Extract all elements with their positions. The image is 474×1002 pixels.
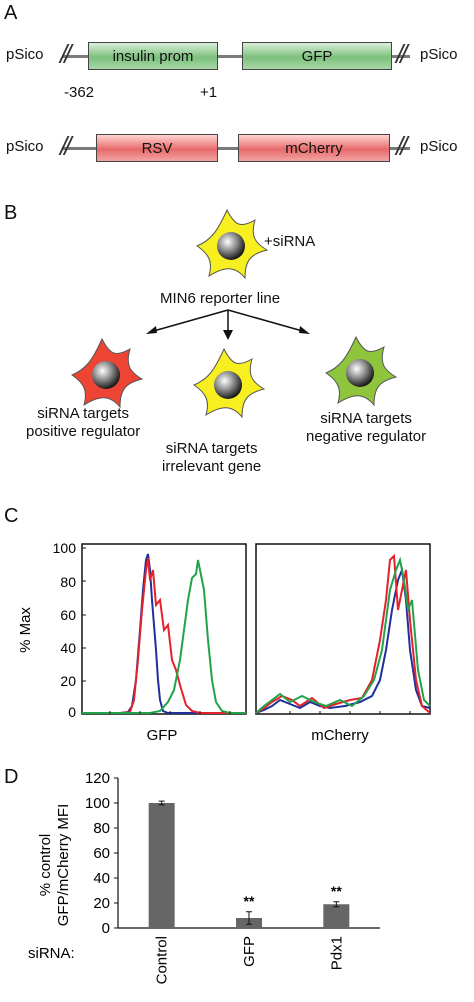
position-plus-1: +1: [200, 84, 218, 101]
break-mark-right: //: [396, 131, 408, 161]
mcherry-trace-green: [255, 556, 431, 714]
break-mark-left: //: [60, 131, 72, 161]
significance-mark: **: [331, 883, 342, 899]
svg-text:20: 20: [60, 673, 76, 689]
pSico-left-label: pSico: [6, 138, 44, 155]
parent-cell-yellow: [196, 209, 268, 279]
vector-backbone: [62, 55, 410, 58]
mcherry-box: mCherry: [238, 134, 390, 162]
d-ytick-label: 0: [102, 920, 110, 937]
pSico-right-label: pSico: [420, 138, 458, 155]
position-minus-362: -362: [64, 84, 95, 101]
panel-b-label: B: [4, 202, 18, 224]
bar-control: [148, 803, 175, 928]
construct-insulin-gfp: pSico // insulin prom GFP // pSico: [0, 39, 474, 70]
cell-green: [325, 336, 397, 406]
break-mark-left: //: [60, 39, 72, 69]
d-ytick-label: 60: [93, 845, 110, 862]
d-bars: ** **: [148, 800, 350, 928]
svg-text:100: 100: [53, 540, 77, 556]
flow-histograms: % Max 100 80 60 40 20 0 GFP mCherry: [17, 540, 431, 744]
c-yticks: 100 80 60 40 20 0: [53, 540, 77, 720]
mcherry-plot-frame: [255, 543, 431, 715]
c-ylabel: % Max: [17, 607, 34, 653]
d-ytick-label: 80: [93, 820, 110, 837]
insulin-promoter-box: insulin prom: [88, 42, 218, 70]
gfp-trace-red: [82, 557, 246, 714]
cell-yellow: [193, 348, 265, 418]
arrowhead-left: [146, 326, 157, 334]
d-ytick-label: 40: [93, 870, 110, 887]
panel-a-label: A: [4, 2, 18, 24]
reporter-line-label: MIN6 reporter line: [160, 290, 281, 307]
d-xlabels: Control GFP Pdx1: [154, 936, 346, 984]
significance-mark: **: [244, 893, 255, 909]
d-xprefix: siRNA:: [28, 945, 75, 962]
gfp-trace-blue: [82, 553, 246, 714]
pSico-left-label: pSico: [6, 46, 44, 63]
break-mark-right: //: [396, 39, 408, 69]
gfp-plot-frame: [81, 543, 247, 715]
bar-chart: % control GFP/mCherry MFI 120 100 80 60 40 20…: [28, 770, 380, 984]
mcherry-trace-blue: [255, 566, 431, 714]
outcome-irrelevant-gene: siRNA targets irrelevant gene: [162, 440, 262, 475]
d-ylabel-line2: GFP/mCherry MFI: [55, 804, 72, 927]
arrowhead-right: [299, 326, 310, 334]
arrowhead-center: [223, 330, 233, 340]
panel-c-label: C: [4, 505, 19, 527]
d-xlabel-pdx1: Pdx1: [328, 936, 345, 970]
d-ytick-label: 20: [93, 895, 110, 912]
panel-d-label: D: [4, 766, 19, 788]
gfp-trace-green: [82, 559, 246, 714]
pSico-right-label: pSico: [420, 46, 458, 63]
outcome-positive-regulator: siRNA targets positive regulator: [26, 405, 141, 440]
svg-text:80: 80: [60, 574, 76, 590]
vector-backbone: [62, 147, 410, 150]
d-ytick-label: 100: [85, 795, 110, 812]
rsv-box: RSV: [96, 134, 218, 162]
c-xlabel-mcherry: mCherry: [311, 727, 369, 744]
d-xlabel-gfp: GFP: [241, 936, 258, 967]
d-ytick-label: 120: [85, 770, 110, 787]
svg-text:40: 40: [60, 640, 76, 656]
d-xlabel-control: Control: [154, 936, 171, 984]
svg-text:60: 60: [60, 607, 76, 623]
bar-pdx1: [323, 904, 350, 928]
c-yaxis-ticks: [82, 547, 86, 682]
c-xlabel-gfp: GFP: [147, 727, 178, 744]
construct-rsv-mcherry: pSico // RSV mCherry // pSico: [0, 131, 474, 162]
outcome-negative-regulator: siRNA targets negative regulator: [306, 410, 427, 445]
reporter-schematic: [71, 209, 397, 418]
svg-text:0: 0: [68, 704, 76, 720]
gfp-box: GFP: [242, 42, 392, 70]
c-xaxis-ticks: [109, 711, 411, 714]
cell-red: [71, 338, 143, 408]
sirna-label: +siRNA: [264, 233, 316, 250]
d-ylabel-line1: % control: [37, 834, 54, 897]
mcherry-trace-red: [255, 553, 431, 714]
